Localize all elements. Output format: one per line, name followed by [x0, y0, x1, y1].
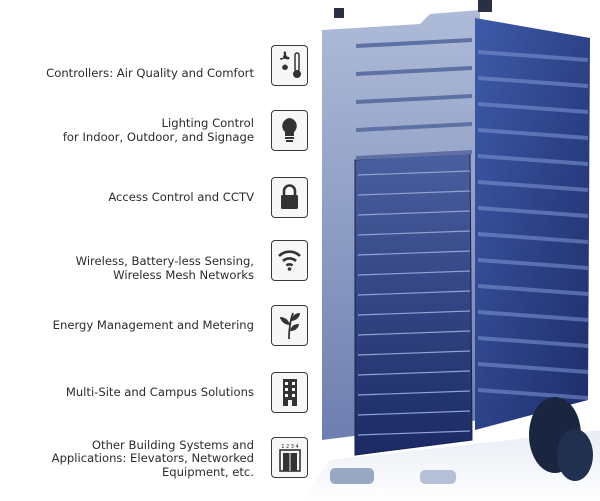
window-band: [478, 180, 588, 192]
feature-label-line: Multi-Site and Campus Solutions: [65, 385, 254, 400]
fan-thermometer-icon: [271, 45, 308, 86]
window-band: [356, 122, 472, 132]
feature-label-line: Wireless Mesh Networks: [113, 267, 254, 282]
window-band: [478, 206, 588, 218]
roof-unit: [334, 8, 344, 18]
car: [420, 470, 456, 484]
tree: [557, 429, 593, 481]
window-band: [478, 258, 588, 270]
window-band: [478, 336, 588, 348]
ground: [300, 430, 600, 501]
window-band: [478, 76, 588, 88]
feature-label-line: Controllers: Air Quality and Comfort: [46, 66, 254, 81]
window-band: [478, 284, 588, 296]
feature-label: Energy Management and Metering: [53, 319, 254, 333]
feature-label-line: Applications: Elevators, Networked: [51, 451, 254, 466]
atrium-floor-line: [357, 270, 471, 276]
lightbulb-icon: [271, 110, 308, 151]
car: [330, 468, 374, 484]
window-band: [478, 362, 588, 374]
feature-label: Controllers: Air Quality and Comfort: [46, 67, 254, 81]
plant-leaf-icon: [271, 305, 308, 346]
window-band: [478, 154, 588, 166]
feature-label-line: Wireless, Battery-less Sensing,: [75, 254, 254, 269]
feature-label: Wireless, Battery-less Sensing,Wireless …: [76, 255, 254, 282]
office-building-icon: [271, 372, 308, 413]
atrium-floor-line: [357, 310, 471, 316]
feature-label: Access Control and CCTV: [108, 191, 254, 205]
atrium-floor-line: [357, 210, 471, 216]
glass-atrium: [354, 151, 473, 456]
feature-label-line: Energy Management and Metering: [52, 318, 254, 333]
elevator-icon: 1 2 3 4: [271, 437, 308, 478]
atrium-floor-line: [357, 350, 471, 356]
window-band: [356, 94, 472, 104]
feature-label-line: for Indoor, Outdoor, and Signage: [62, 129, 254, 144]
window-band: [356, 66, 472, 76]
atrium-floor-line: [357, 230, 471, 236]
window-band: [478, 102, 588, 114]
window-band: [478, 310, 588, 322]
atrium-floor-line: [357, 390, 471, 396]
window-band: [478, 50, 588, 62]
window-band: [356, 38, 472, 48]
svg-text:1 2 3 4: 1 2 3 4: [281, 444, 299, 450]
atrium-floor-line: [357, 330, 471, 336]
feature-label-line: Equipment, etc.: [161, 464, 254, 479]
building-right-facade: [475, 18, 590, 430]
facade-floor-lines: [356, 38, 588, 436]
feature-label-line: Access Control and CCTV: [108, 190, 254, 205]
atrium-floor-line: [357, 410, 471, 416]
feature-label-line: Other Building Systems and: [91, 437, 254, 452]
feature-label: Multi-Site and Campus Solutions: [66, 386, 254, 400]
atrium-floor-line: [357, 290, 471, 296]
atrium-floor-line: [357, 190, 471, 196]
atrium-floor-line: [357, 250, 471, 256]
atrium-floor-line: [357, 430, 471, 436]
padlock-icon: [271, 177, 308, 218]
atrium-floor-line: [357, 170, 471, 176]
window-band: [356, 150, 472, 160]
window-band: [478, 388, 588, 400]
feature-label-line: Lighting Control: [161, 116, 254, 131]
roof-unit: [478, 0, 492, 12]
window-band: [478, 128, 588, 140]
wifi-icon: [271, 240, 308, 281]
window-band: [478, 232, 588, 244]
atrium-floor-line: [357, 370, 471, 376]
